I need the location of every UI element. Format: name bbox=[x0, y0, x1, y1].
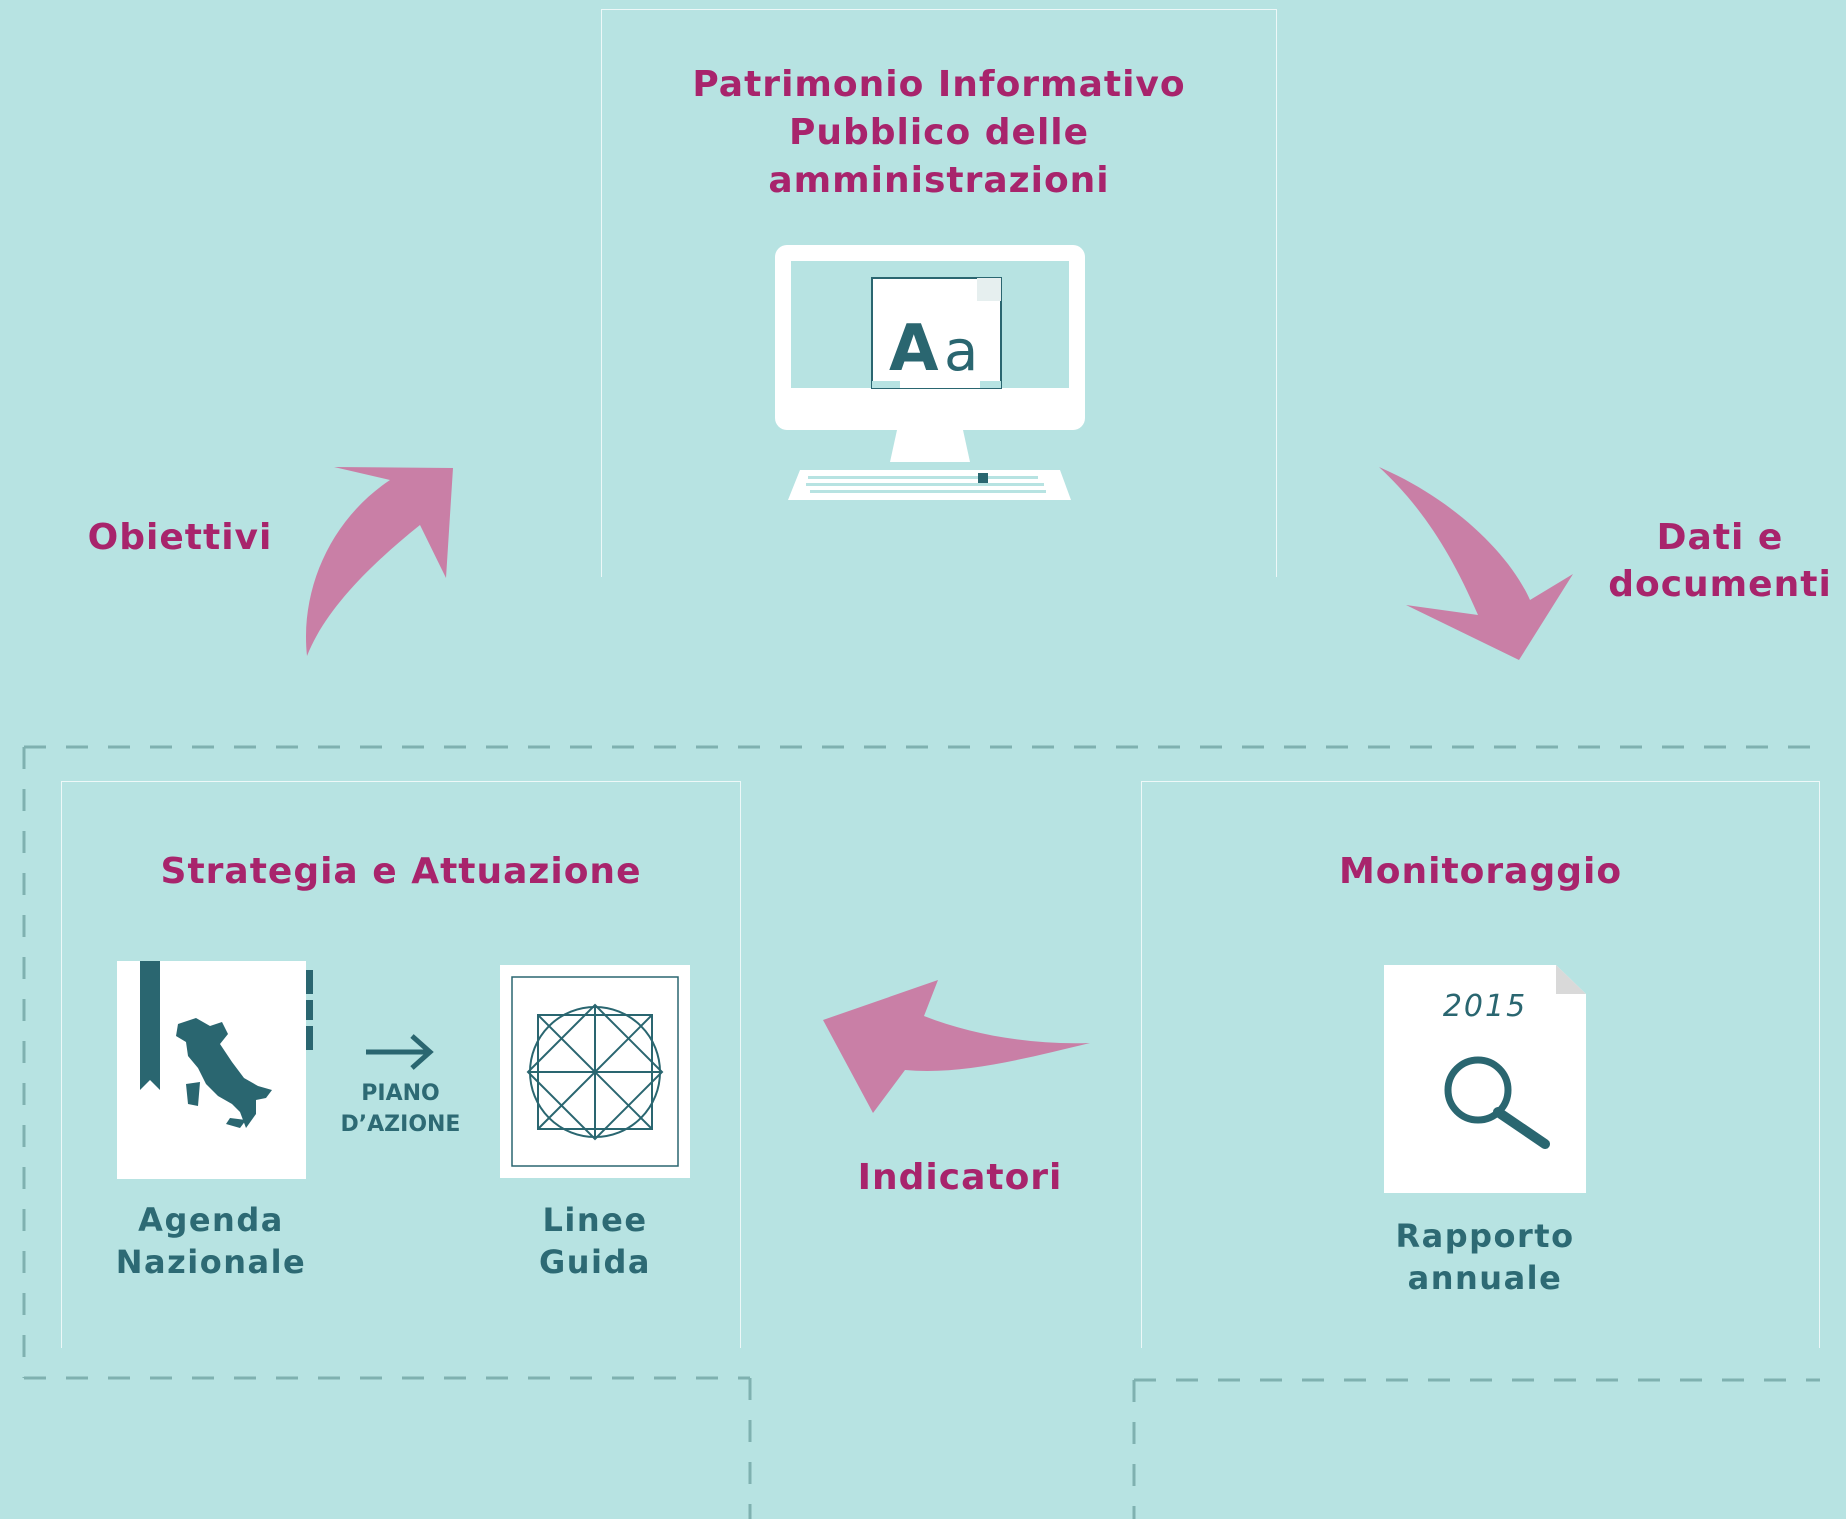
objectives-label: Obiettivi bbox=[87, 517, 273, 558]
data-documents-label: Dati e documenti bbox=[1608, 517, 1832, 605]
strategia-title: Strategia e Attuazione bbox=[160, 851, 642, 892]
patrimonio-title: Patrimonio Informativo Pubblico delle am… bbox=[692, 64, 1186, 201]
screen-letter-lower: a bbox=[944, 319, 978, 384]
screen-letter-upper: A bbox=[889, 312, 939, 386]
action-plan-label: PIANO D’AZIONE bbox=[340, 1081, 461, 1137]
report-label: Rapporto annuale bbox=[1395, 1217, 1575, 1297]
guidelines-label: Linee Guida bbox=[538, 1201, 651, 1281]
panel-patrimonio bbox=[601, 9, 1277, 577]
panel-strategia bbox=[61, 781, 741, 1348]
panel-monitoraggio bbox=[1141, 781, 1820, 1348]
agenda-label: Agenda Nazionale bbox=[115, 1201, 307, 1281]
monitoraggio-title: Monitoraggio bbox=[1338, 851, 1623, 892]
objectives-arrow bbox=[306, 467, 453, 656]
report-year: 2015 bbox=[1443, 989, 1527, 1024]
italy-shape bbox=[176, 1018, 272, 1128]
indicators-arrow bbox=[823, 980, 1090, 1113]
data-documents-arrow bbox=[1379, 467, 1573, 660]
indicators-label: Indicatori bbox=[857, 1157, 1063, 1198]
